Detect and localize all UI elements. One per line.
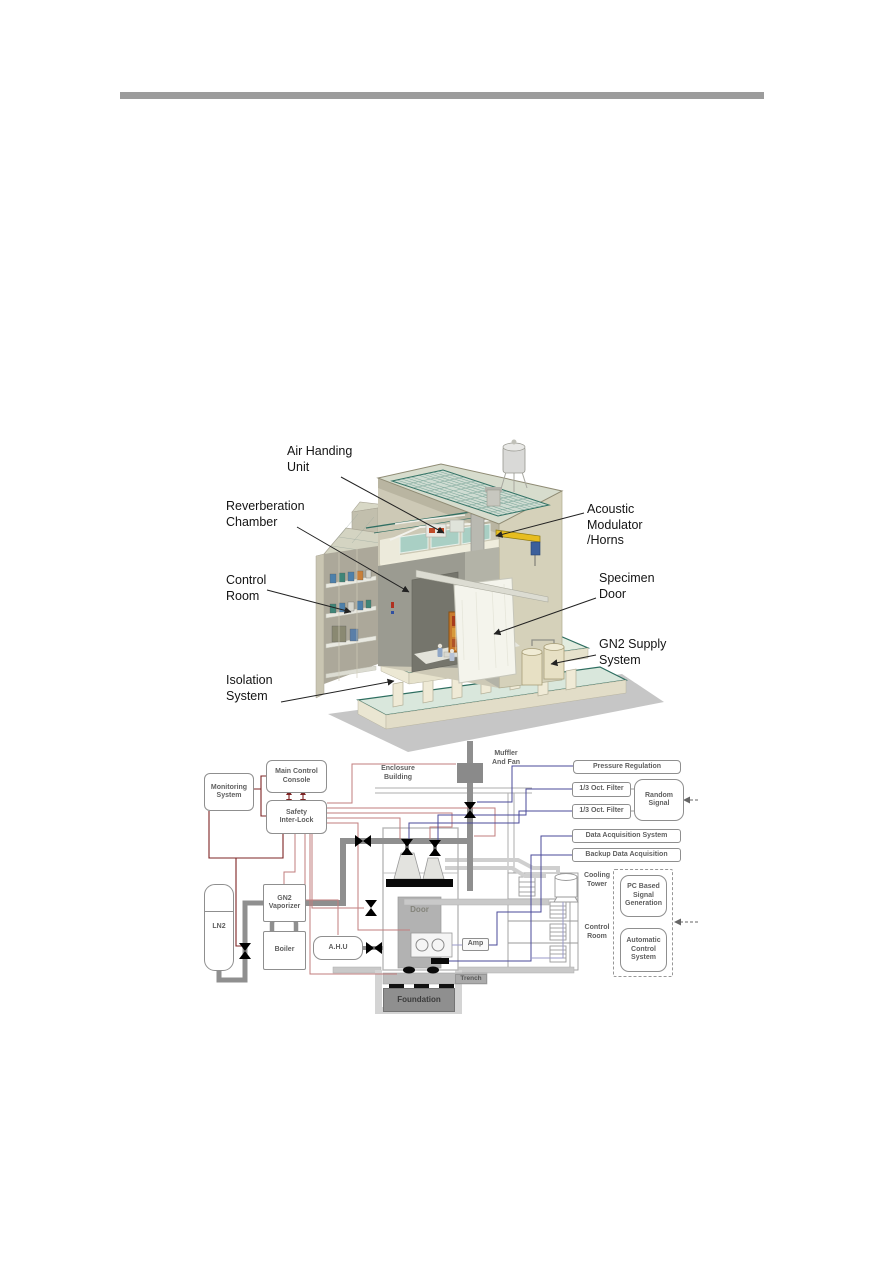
facility-3d-art [266,439,664,752]
acoustic-horn-large [393,852,422,880]
door-label: Door [410,905,429,914]
annex-control-room [315,501,401,699]
automatic-control-box: Automatic Control System [620,928,667,972]
safety-interlock-box: Safety Inter-Lock [266,800,327,834]
signal-wires-light-blue [452,902,564,959]
main-building [365,478,563,689]
header-rule [120,92,764,99]
roof [376,463,564,525]
signal-generation-group-box [613,869,673,977]
boiler-box: Boiler [263,931,306,970]
roof-grid [391,469,550,517]
label-reverberation-chamber: Reverberation Chamber [226,499,305,529]
label-specimen-door: Specimen Door [599,571,655,601]
main-control-console-box: Main Control Console [266,760,327,793]
oct-filter-2-box: 1/3 Oct. Filter [572,804,631,819]
cooling-tower-label: Cooling Tower [583,872,611,888]
control-wires-red [283,763,496,975]
label-control-room: Control Room [226,573,267,603]
trench-label-box: Trench [455,974,487,984]
door-rail [415,569,549,603]
pc-signal-generation-box: PC Based Signal Generation [620,875,667,917]
chamber-enclosure [382,827,550,974]
foundation-box: Foundation [383,988,455,1012]
horn-mounting-bar [386,879,453,887]
monitoring-system-box: Monitoring System [204,773,254,811]
acoustic-horn-small [422,857,445,880]
callout-arrows [266,476,597,703]
label-gn2-supply-system: GN2 Supply System [599,637,667,667]
rooftop-equipment [485,439,528,507]
isolation-pillars [392,664,577,708]
cooling-tower-shape [553,873,579,903]
oct-filter-1-box: 1/3 Oct. Filter [572,782,631,797]
control-room-label: Control Room [584,924,610,940]
people-figures [437,643,455,661]
box-connectors [631,788,634,812]
ln2-divider [205,911,233,912]
air-ducts [445,858,560,878]
pressure-regulation-box: Pressure Regulation [573,760,681,774]
ln2-label: LN2 [212,923,226,931]
ln2-tank-box: LN2 [204,884,234,971]
amp-box: Amp [462,938,489,951]
muffler-box [457,763,483,783]
dashed-arrows [674,796,698,926]
gn2-vaporizer-box: GN2 Vaporizer [263,884,306,922]
specimen-door-panel [453,577,517,684]
label-air-handling-unit: Air Handing Unit [287,444,353,474]
ahu-box: A.H.U [313,936,363,960]
random-signal-box: Random Signal [634,779,684,821]
valves [239,802,476,959]
label-acoustic-modulator: Acoustic Modulator /Horns [587,502,643,547]
enclosure-building-label: Enclosure Building [381,765,415,781]
data-acquisition-box: Data Acquisition System [572,829,681,843]
muffler-fan-label: Muffler And Fan [492,750,520,766]
signal-wires-blue [408,765,573,962]
label-isolation-system: Isolation System [226,673,273,703]
backup-acquisition-box: Backup Data Acquisition [572,848,681,862]
